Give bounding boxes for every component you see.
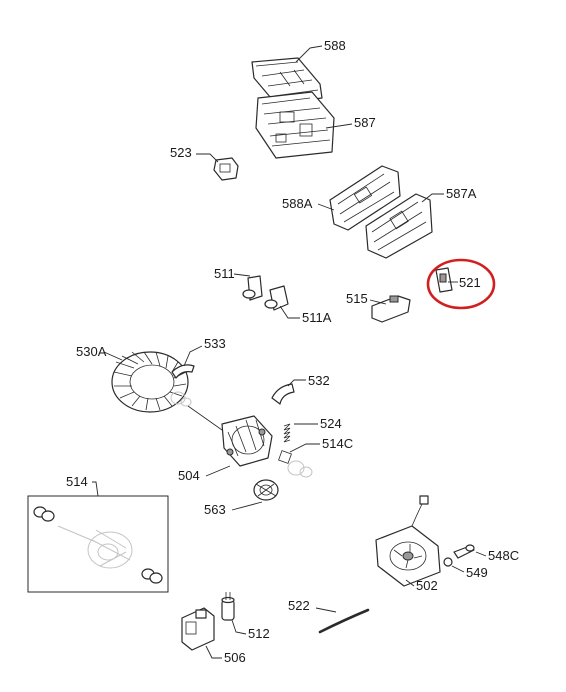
- part-533[interactable]: [171, 364, 195, 379]
- label-587a: 587A: [446, 186, 477, 201]
- part-522[interactable]: [318, 608, 370, 634]
- label-522: 522: [288, 598, 310, 613]
- label-533: 533: [204, 336, 226, 351]
- part-514c[interactable]: [278, 450, 313, 478]
- part-530a[interactable]: [111, 351, 189, 413]
- part-563[interactable]: [253, 479, 279, 501]
- part-512[interactable]: [221, 592, 235, 621]
- label-549: 549: [466, 565, 488, 580]
- label-548c: 548C: [488, 548, 519, 563]
- part-587a[interactable]: [329, 165, 401, 231]
- part-588a[interactable]: [365, 193, 433, 259]
- label-587: 587: [354, 115, 376, 130]
- label-514: 514: [66, 474, 88, 489]
- part-523[interactable]: [213, 157, 239, 181]
- part-504[interactable]: [187, 405, 273, 467]
- part-548c[interactable]: [453, 544, 475, 559]
- label-563: 563: [204, 502, 226, 517]
- label-504: 504: [178, 468, 200, 483]
- part-515[interactable]: [371, 295, 411, 323]
- label-530a: 530A: [76, 344, 107, 359]
- part-587[interactable]: [255, 91, 335, 159]
- label-521: 521: [459, 275, 481, 290]
- part-502[interactable]: [375, 495, 441, 587]
- label-511a: 511A: [302, 310, 332, 325]
- label-506: 506: [224, 650, 246, 665]
- label-515: 515: [346, 291, 368, 306]
- inset-514[interactable]: [27, 495, 169, 593]
- part-511a[interactable]: [264, 285, 289, 311]
- label-524: 524: [320, 416, 342, 431]
- part-511[interactable]: [242, 275, 263, 301]
- highlight-circle: [426, 258, 496, 310]
- label-532: 532: [308, 373, 330, 388]
- label-512: 512: [248, 626, 270, 641]
- label-514c: 514C: [322, 436, 353, 451]
- part-521[interactable]: [435, 267, 453, 293]
- label-588: 588: [324, 38, 346, 53]
- label-502: 502: [416, 578, 438, 593]
- part-549[interactable]: [443, 557, 453, 567]
- label-588a: 588A: [282, 196, 313, 211]
- part-506[interactable]: [181, 607, 215, 651]
- label-511: 511: [214, 266, 235, 281]
- label-523: 523: [170, 145, 192, 160]
- part-532[interactable]: [271, 383, 295, 405]
- part-524[interactable]: [283, 423, 291, 443]
